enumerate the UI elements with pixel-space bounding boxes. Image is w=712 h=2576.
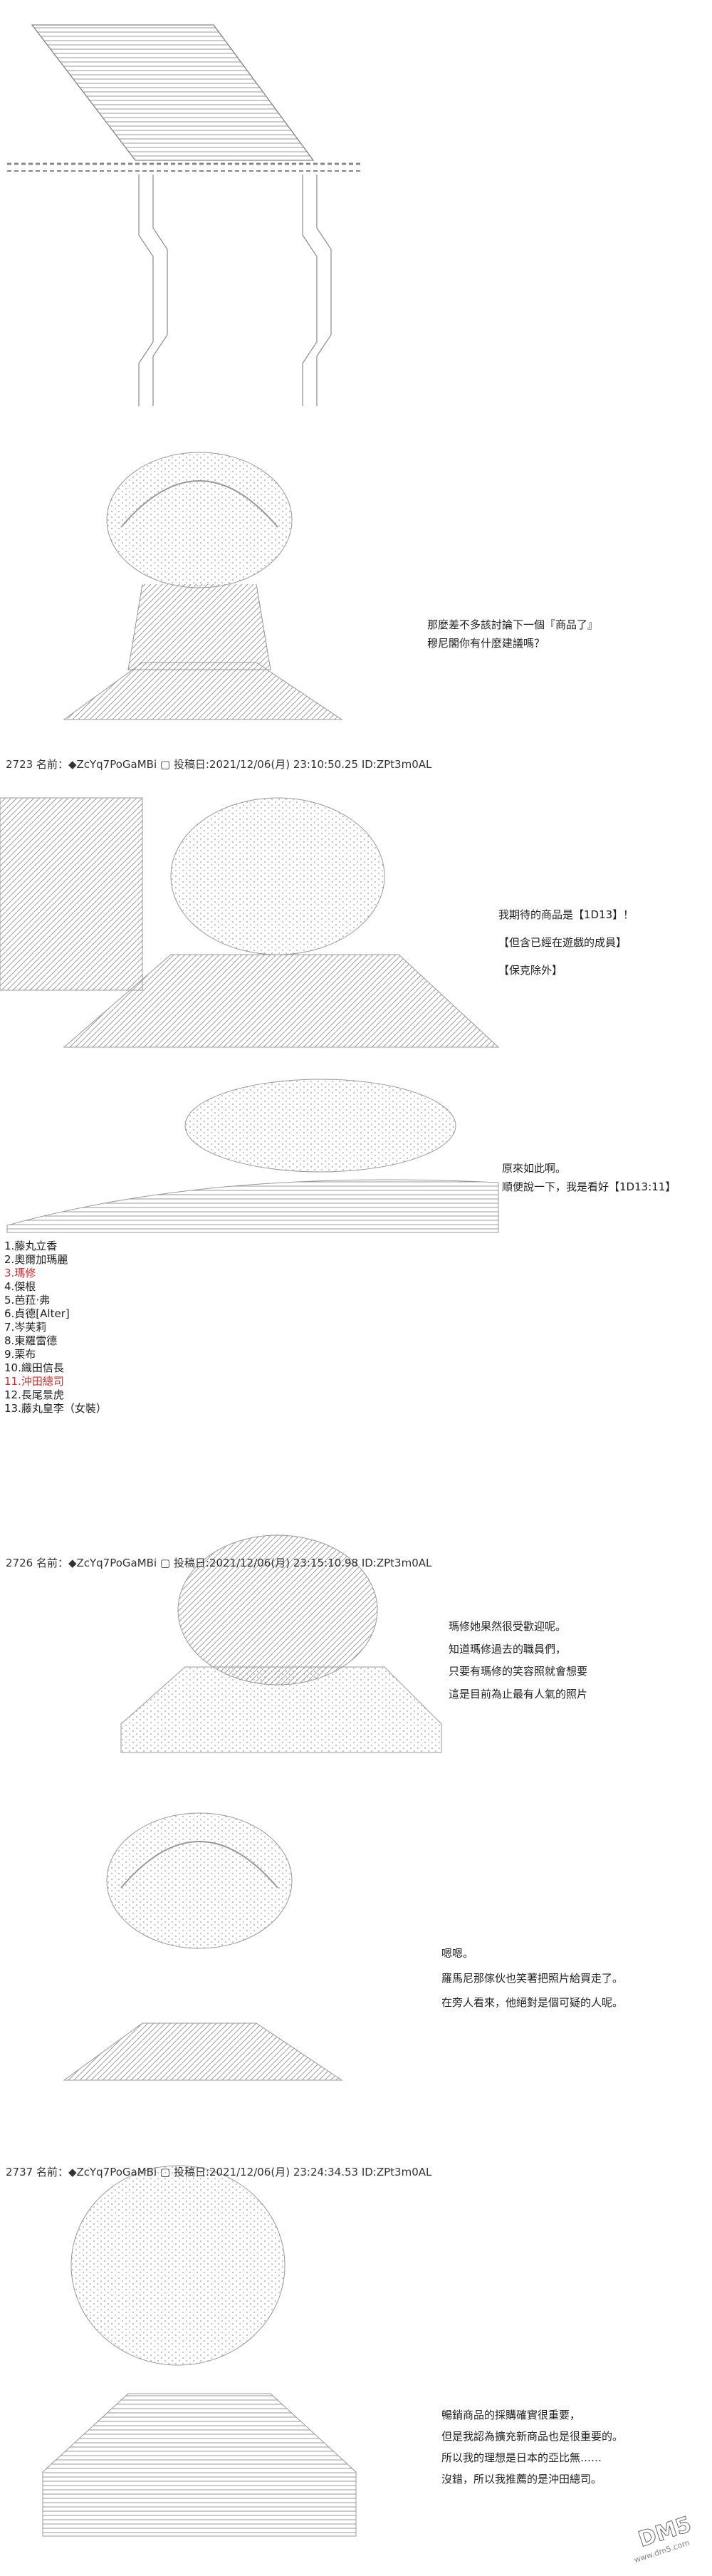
post-header: 2726 名前：◆ZcYq7PoGaMBi ▢ 投稿日:2021/12/06(月…	[6, 1557, 432, 1569]
list-item: 7.岑芙莉	[4, 1321, 47, 1334]
character-list: 1.藤丸立香 2.奧爾加瑪麗 3.瑪修 4.傑根 5.芭菈·弗 6.貞德[Alt…	[4, 1240, 107, 1416]
list-item: 13.藤丸皇李（女裝）	[4, 1402, 107, 1415]
character-drawing-5	[63, 1812, 343, 2081]
structure-drawing	[7, 24, 363, 406]
dialogue-6: 暢銷商品的採購確實很重要， 但是我認為擴充新商品也是很重要的。 所以我的理想是日…	[441, 2409, 624, 2486]
list-item: 11.沖田總司	[4, 1375, 64, 1388]
list-item: 1.藤丸立香	[4, 1240, 58, 1252]
dialogue-4: 瑪修她果然很受歡迎呢。 知道瑪修過去的職員們， 只要有瑪修的笑容照就會想要 這是…	[449, 1620, 588, 1700]
character-drawing-6	[42, 2165, 357, 2537]
dialogue-5: 嗯嗯。 羅馬尼那傢伙也笑著把照片給買走了。 在旁人看來，他絕對是個可疑的人呢。	[441, 1947, 624, 2009]
list-item: 6.貞德[Alter]	[4, 1307, 70, 1320]
list-item: 5.芭菈·弗	[4, 1294, 51, 1307]
list-item: 8.東羅雷德	[4, 1334, 58, 1347]
list-item: 2.奧爾加瑪麗	[4, 1253, 68, 1266]
character-drawing-1	[63, 452, 343, 720]
list-item: 3.瑪修	[4, 1267, 36, 1279]
list-item: 9.栗布	[4, 1348, 36, 1361]
dialogue-1: 那麼差不多該討論下一個『商品了』 穆尼閣你有什麼建議嗎？	[427, 618, 599, 650]
list-item: 4.傑根	[4, 1280, 36, 1293]
watermark: DM5 www.dm5.com	[619, 2512, 705, 2569]
dialogue-3: 原來如此啊。 順便說一下，我是看好【1D13:11】	[502, 1162, 676, 1193]
list-item: 10.織田信長	[4, 1361, 64, 1374]
post-header: 2723 名前：◆ZcYq7PoGaMBi ▢ 投稿日:2021/12/06(月…	[6, 758, 432, 771]
dialogue-2: 我期待的商品是【1D13】！ 【但含已經在遊戲的成員】 【保克除外】	[498, 908, 634, 977]
character-drawing-2	[0, 797, 500, 1048]
list-item: 12.長尾景虎	[4, 1388, 64, 1401]
character-drawing-3	[6, 1079, 499, 1233]
character-drawing-4	[120, 1534, 442, 1753]
post-header: 2737 名前：◆ZcYq7PoGaMBi ▢ 投稿日:2021/12/06(月…	[6, 2166, 432, 2178]
